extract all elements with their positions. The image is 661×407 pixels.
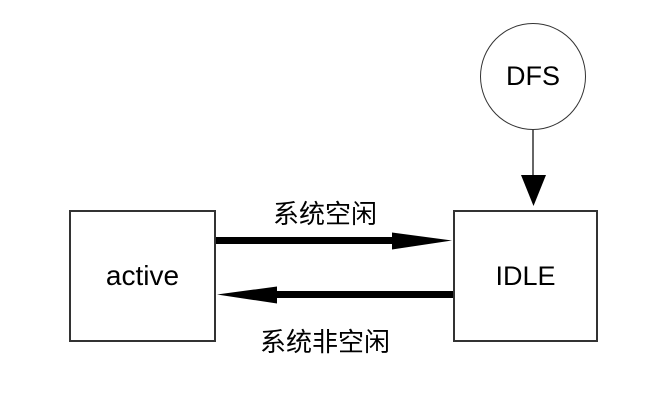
arrow-left-icon [217, 286, 277, 304]
node-dfs: DFS [480, 23, 586, 130]
node-idle: IDLE [453, 210, 598, 342]
edge-label-system-not-idle: 系统非空闲 [259, 327, 390, 357]
arrow-right-icon [392, 232, 452, 250]
node-idle-label: IDLE [495, 260, 556, 291]
node-active: active [69, 210, 216, 342]
node-dfs-label: DFS [506, 61, 560, 91]
idle-to-active-arrow-shaft [276, 291, 453, 298]
arrow-down-icon [521, 175, 546, 206]
node-active-label: active [105, 260, 180, 291]
edge-label-system-idle: 系统空闲 [272, 199, 377, 229]
active-to-idle-arrow-shaft [216, 237, 397, 244]
